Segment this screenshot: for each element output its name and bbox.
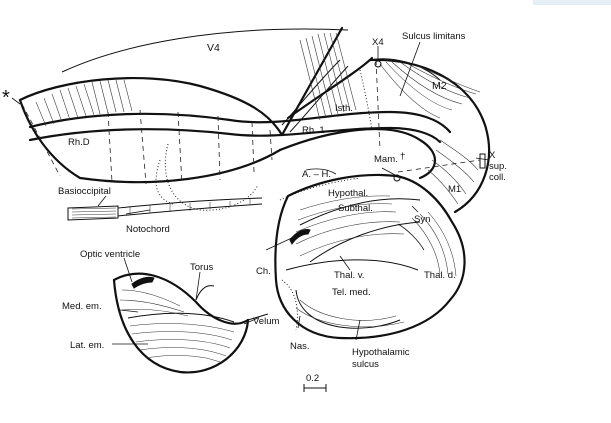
boundary-lines [21, 59, 481, 211]
label-rh-d: Rh.D [68, 137, 90, 148]
label-tel-med: Tel. med. [332, 287, 371, 298]
label-ch: Ch. [256, 266, 271, 277]
label-hypothalamic: Hypothalamic [352, 347, 410, 358]
top-edge-strip [533, 0, 611, 5]
label-sup: sup. [489, 161, 507, 172]
roof-outline [61, 28, 349, 73]
label-subthal: Subthal. [338, 203, 373, 214]
mam-marker [393, 174, 401, 182]
notochord [117, 197, 263, 217]
label-syn: Syn [414, 214, 430, 225]
label-isth: Isth. [335, 103, 353, 114]
diencephalon-dark-blob [289, 229, 311, 245]
x4-marker [374, 60, 382, 68]
label-ah: A. – H. [302, 169, 331, 180]
basioccipital [67, 205, 119, 221]
label-med-em: Med. em. [62, 301, 102, 312]
label-x: X [489, 150, 496, 161]
label-star: * [2, 87, 10, 109]
leader-lines [11, 41, 490, 345]
label-hypothal: Hypothal. [328, 188, 368, 199]
x-marker [479, 153, 486, 169]
label-sulcus-limitans: Sulcus limitans [402, 31, 466, 42]
label-lat-em: Lat. em. [70, 340, 104, 351]
label-torus: Torus [190, 262, 213, 273]
label-thal-v: Thal. v. [334, 270, 364, 281]
scale-bar [303, 384, 327, 392]
label-rh1: Rh. 1 [302, 125, 325, 136]
optic-ventricle-blob [131, 276, 155, 289]
label-scale: 0.2 [306, 373, 319, 384]
label-m1: M1 [448, 184, 461, 195]
optic-vesicle [112, 272, 269, 374]
label-coll: coll. [489, 172, 506, 183]
label-thal-d: Thal. d. [424, 270, 456, 281]
label-basioccipital: Basioccipital [58, 186, 111, 197]
label-mam: Mam. [374, 154, 398, 165]
label-x4: X4 [372, 37, 384, 48]
label-optic-ventricle: Optic ventricle [80, 249, 140, 260]
label-dagger: † [400, 151, 405, 162]
upper-hatching [35, 32, 481, 205]
label-notochord: Notochord [126, 224, 170, 235]
label-sulcus: sulcus [352, 359, 379, 370]
label-velum: Velum [253, 316, 279, 327]
diencephalon-outline [274, 173, 466, 340]
label-m2: M2 [432, 80, 447, 92]
label-v4: V4 [207, 42, 220, 54]
label-nas: Nas. [290, 341, 310, 352]
